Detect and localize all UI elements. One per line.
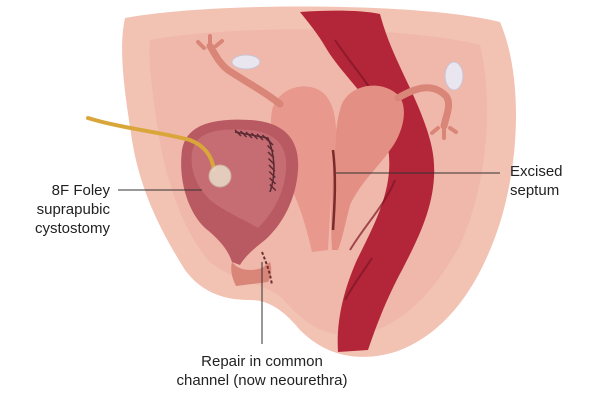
left-ovary: [232, 55, 260, 69]
foley-label: 8F Foley suprapubic cystostomy: [10, 181, 110, 238]
right-ovary: [445, 62, 463, 90]
foley-label-line-2: suprapubic: [10, 200, 110, 219]
repair-label: Repair in common channel (now neourethra…: [162, 352, 362, 390]
repair-label-line-2: channel (now neourethra): [162, 371, 362, 390]
repair-label-line-1: Repair in common: [162, 352, 362, 371]
foley-label-line-1: 8F Foley: [10, 181, 110, 200]
catheter-balloon: [209, 165, 231, 187]
septum-label: Excised septum: [510, 162, 595, 200]
foley-label-line-3: cystostomy: [10, 219, 110, 238]
septum-label-line-1: Excised: [510, 162, 595, 181]
septum-label-line-2: septum: [510, 181, 595, 200]
